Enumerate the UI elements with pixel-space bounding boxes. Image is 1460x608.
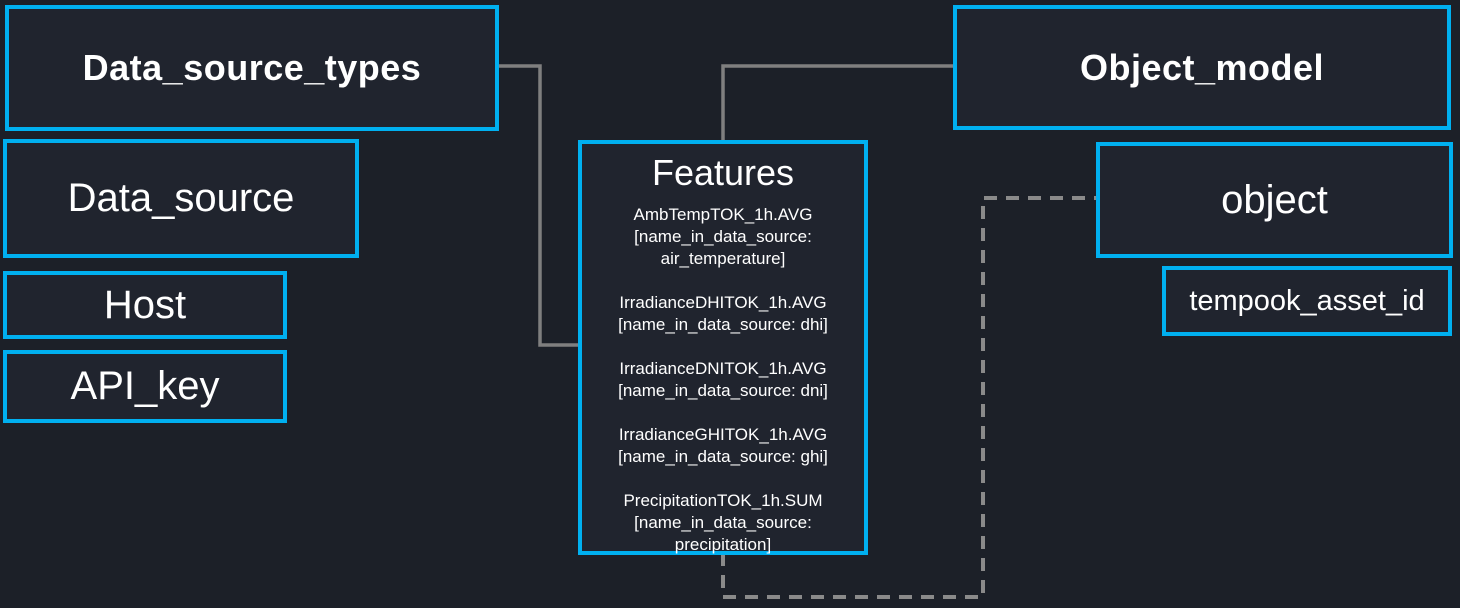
feature-mapping: [name_in_data_source: dhi] xyxy=(618,315,828,334)
feature-mapping: [name_in_data_source: precipitation] xyxy=(634,513,812,554)
feature-name: IrradianceDHITOK_1h.AVG xyxy=(619,293,827,312)
data-source-label: Data_source xyxy=(67,176,295,220)
features-list: AmbTempTOK_1h.AVG [name_in_data_source: a… xyxy=(586,204,860,556)
feature-name: AmbTempTOK_1h.AVG xyxy=(633,205,813,224)
object-model-label: Object_model xyxy=(1079,46,1325,88)
host-label: Host xyxy=(103,282,187,327)
feature-item: IrradianceDNITOK_1h.AVG [name_in_data_sou… xyxy=(586,358,860,402)
feature-mapping: [name_in_data_source: ghi] xyxy=(618,447,828,466)
feature-item: AmbTempTOK_1h.AVG [name_in_data_source: a… xyxy=(586,204,860,270)
object-label: object xyxy=(1221,177,1328,222)
feature-name: IrradianceGHITOK_1h.AVG xyxy=(618,425,828,444)
feature-item: PrecipitationTOK_1h.SUM [name_in_data_sou… xyxy=(586,490,860,556)
feature-item: IrradianceGHITOK_1h.AVG [name_in_data_sou… xyxy=(586,424,860,468)
api-key-box: API_key xyxy=(3,350,287,423)
object-box: object xyxy=(1096,142,1453,258)
features-title: Features xyxy=(651,152,795,193)
connector-data-source-types-to-features xyxy=(499,64,580,347)
feature-name: IrradianceDNITOK_1h.AVG xyxy=(619,359,827,378)
features-box: Features AmbTempTOK_1h.AVG [name_in_data_… xyxy=(578,140,868,555)
connector-object-model-to-features xyxy=(721,64,953,142)
feature-mapping: [name_in_data_source: dni] xyxy=(618,381,828,400)
object-model-box: Object_model xyxy=(953,5,1451,130)
data-source-types-box: Data_source_types xyxy=(5,5,499,131)
host-box: Host xyxy=(3,271,287,339)
data-source-types-label: Data_source_types xyxy=(82,47,422,88)
tempook-asset-id-box: tempook_asset_id xyxy=(1162,266,1452,336)
api-key-label: API_key xyxy=(70,364,220,408)
connector-features-to-object-dashed xyxy=(721,196,1098,599)
feature-mapping: [name_in_data_source: air_temperature] xyxy=(634,227,812,268)
tempook-asset-id-label: tempook_asset_id xyxy=(1189,284,1425,317)
feature-item: IrradianceDHITOK_1h.AVG [name_in_data_sou… xyxy=(586,292,860,336)
data-source-box: Data_source xyxy=(3,139,359,258)
feature-name: PrecipitationTOK_1h.SUM xyxy=(623,491,823,510)
